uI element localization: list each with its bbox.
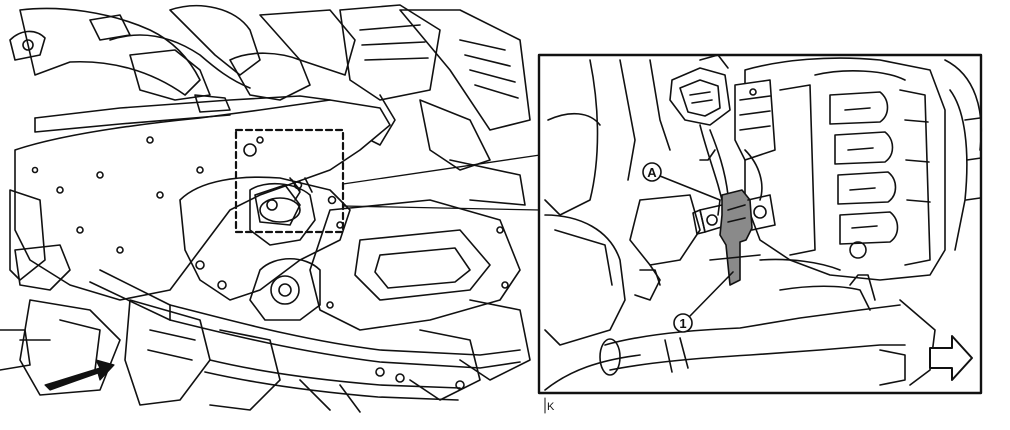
detail-inset: A 1	[537, 53, 983, 395]
lower-left-structure	[0, 189, 281, 411]
front-arrow-icon	[44, 359, 115, 391]
outline-right-arrow-icon	[929, 335, 973, 381]
overview-bracket	[254, 179, 301, 226]
callout-a-label: A	[647, 165, 657, 180]
corner-mark: K	[547, 401, 555, 413]
detail-region-box	[234, 128, 345, 234]
callout-1: 1	[673, 271, 734, 333]
front-crossmember	[89, 269, 521, 413]
inset-background-engine	[544, 59, 701, 391]
undercover-plate	[309, 159, 531, 401]
overview-view	[0, 4, 531, 413]
zoom-connector-lines	[342, 154, 541, 211]
bracket-part-one	[692, 189, 776, 286]
callout-1-label: 1	[679, 316, 686, 331]
electrical-connector	[669, 54, 776, 201]
subframe-bracket	[14, 95, 391, 301]
alternator-unit	[744, 57, 983, 281]
callout-a: A	[642, 162, 721, 216]
